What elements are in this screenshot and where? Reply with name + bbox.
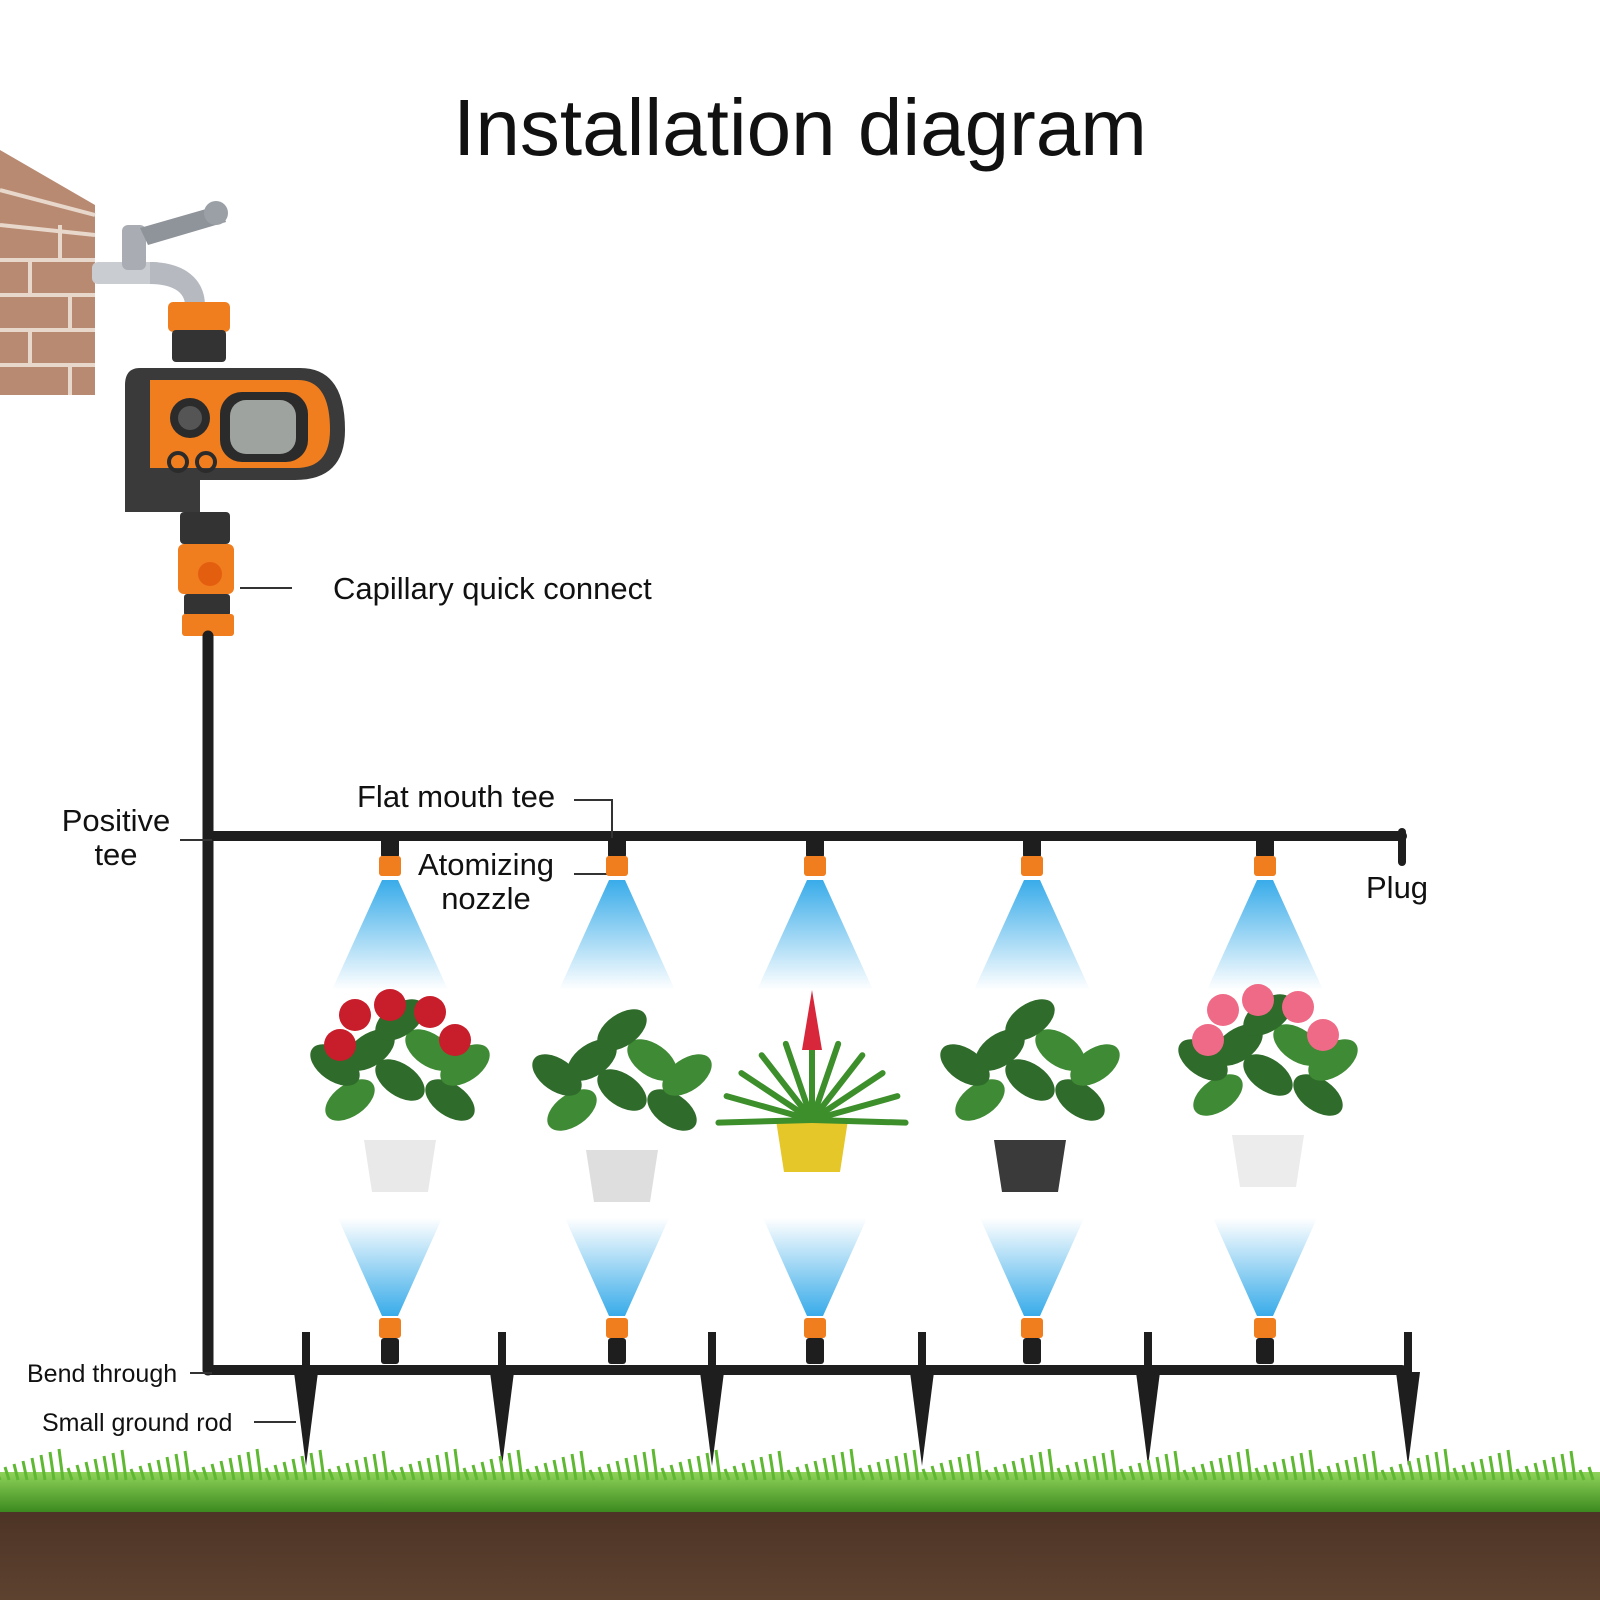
mist-nozzle-icon [559,838,675,1364]
label-capillary-quick-connect: Capillary quick connect [333,571,652,606]
label-positive-tee-line2: tee [94,837,138,872]
label-atomizing-nozzle-line1: Atomizing [417,847,555,882]
ground-stake-icon [700,1332,724,1466]
potted-plant-icon [532,1009,712,1202]
mist-nozzle-icon [1207,838,1323,1364]
ground-stake-icon [294,1332,318,1466]
label-positive-tee: Positive tee [56,804,176,872]
mist-nozzle-icon [332,838,448,1364]
ground [0,1448,1600,1600]
ground-stake-icon [1136,1332,1160,1466]
label-bend-through: Bend through [27,1360,178,1388]
ground-stake-icon [1396,1332,1420,1466]
water-timer-icon [125,302,345,636]
brick-wall-icon [0,150,96,395]
label-positive-tee-line1: Positive [61,803,171,838]
label-plug: Plug [1366,870,1429,905]
pipe-network [202,630,1407,1376]
leader-lines [180,587,613,1423]
potted-plant-icon [310,989,490,1192]
potted-plant-icon [1178,984,1358,1187]
ground-stake-icon [490,1332,514,1466]
mist-nozzle-icon [757,838,873,1364]
faucet-icon [92,201,228,305]
label-small-ground-rod: Small ground rod [42,1409,233,1437]
label-flat-mouth-tee: Flat mouth tee [357,779,556,814]
diagram-title: Installation diagram [453,83,1147,172]
mist-nozzle-icon [974,838,1090,1364]
label-atomizing-nozzle-line2: nozzle [441,881,531,916]
ground-stake-icon [910,1332,934,1466]
label-atomizing-nozzle: Atomizing nozzle [410,848,562,916]
potted-plant-icon [940,999,1120,1192]
potted-plant-icon [715,990,909,1172]
